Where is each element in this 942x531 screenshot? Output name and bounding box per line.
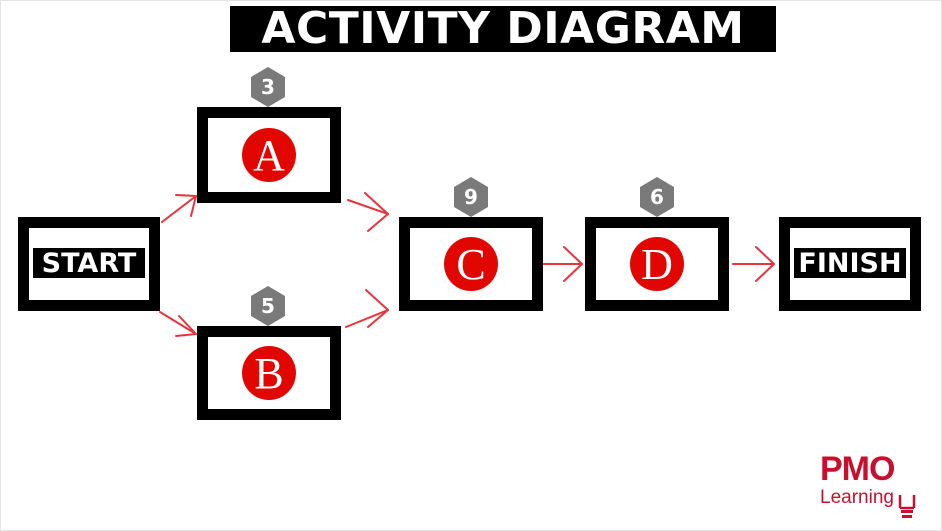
duration-badge-c: 9 <box>453 176 489 218</box>
duration-badge-d: 6 <box>639 176 675 218</box>
activity-label-a: A <box>242 128 296 182</box>
start-node: START <box>18 217 160 311</box>
activity-node-d: D <box>585 217 729 311</box>
duration-badge-b: 5 <box>250 285 286 327</box>
duration-value-a: 3 <box>261 75 275 99</box>
arrow-d-to-finish <box>732 246 775 282</box>
pmo-learning-logo: PMO Learning <box>818 452 936 522</box>
duration-value-c: 9 <box>464 185 478 209</box>
lightbulb-icon <box>898 495 916 518</box>
logo-tagline: Learning <box>820 487 894 508</box>
arrow-a-to-c <box>347 192 389 232</box>
duration-badge-a: 3 <box>250 66 286 108</box>
activity-label-d: D <box>630 237 684 291</box>
duration-value-b: 5 <box>261 294 275 318</box>
arrow-c-to-d <box>541 246 583 282</box>
finish-label: FINISH <box>794 248 906 279</box>
activity-node-b: B <box>197 326 341 420</box>
activity-label-c: C <box>444 237 498 291</box>
arrow-start-to-a <box>161 194 197 223</box>
activity-node-a: A <box>197 107 341 203</box>
logo-brand: PMO <box>820 450 895 488</box>
diagram-title: ACTIVITY DIAGRAM <box>230 6 776 52</box>
activity-node-c: C <box>399 217 543 311</box>
start-label: START <box>33 248 145 279</box>
finish-node: FINISH <box>779 217 921 311</box>
duration-value-d: 6 <box>650 185 664 209</box>
activity-label-b: B <box>242 346 296 400</box>
arrow-b-to-c <box>345 289 389 328</box>
arrow-start-to-b <box>159 311 197 337</box>
